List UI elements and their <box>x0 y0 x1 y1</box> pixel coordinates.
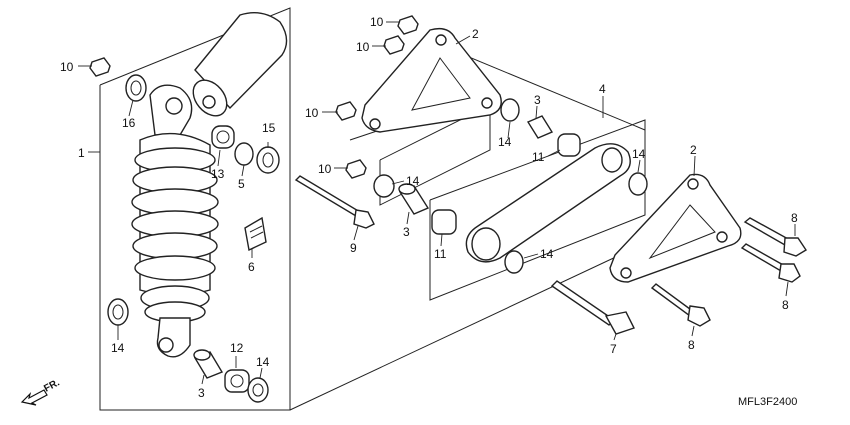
bolt-8b <box>740 243 801 283</box>
bearing-11b <box>431 209 457 235</box>
collar-3a <box>193 349 224 379</box>
callout-4: 4 <box>599 82 606 96</box>
link-plate-upper <box>361 27 502 133</box>
shock-hardware <box>89 57 280 403</box>
callout-10: 10 <box>60 60 74 74</box>
collar-3b <box>526 115 554 139</box>
callout-11: 11 <box>532 150 545 164</box>
callout-2: 2 <box>472 27 479 41</box>
link-plate-lower <box>609 173 742 283</box>
callout-14: 14 <box>256 355 270 369</box>
oring-5 <box>234 142 254 166</box>
shock-absorber <box>131 12 288 358</box>
callout-14: 14 <box>632 147 646 161</box>
front-arrow: FR. <box>20 377 62 406</box>
callout-14: 14 <box>498 135 512 149</box>
washer-14d <box>628 172 648 196</box>
callout-14: 14 <box>406 174 420 188</box>
callout-5: 5 <box>238 177 245 191</box>
nut-10a <box>89 57 111 77</box>
callout-3: 3 <box>403 225 410 239</box>
bolt-9 <box>294 175 375 229</box>
leader-lines <box>78 21 796 385</box>
washer-14a <box>107 298 129 326</box>
callout-14: 14 <box>540 247 554 261</box>
callout-12: 12 <box>230 341 244 355</box>
callout-3: 3 <box>534 93 541 107</box>
washer-14f <box>504 250 524 274</box>
callout-11: 11 <box>434 247 447 261</box>
washer-14e <box>373 174 395 198</box>
callout-labels: 10 16 1 13 15 5 6 14 12 14 3 10 10 10 10… <box>60 15 798 400</box>
callout-10: 10 <box>370 15 384 29</box>
collar-3c <box>398 183 430 215</box>
bolt-7 <box>550 280 635 335</box>
bolt-8a <box>743 217 807 257</box>
callout-8: 8 <box>791 211 798 225</box>
callout-13: 13 <box>211 167 225 181</box>
callout-8: 8 <box>782 298 789 312</box>
callout-6: 6 <box>248 260 255 274</box>
bushing-13 <box>211 125 235 149</box>
callout-10: 10 <box>305 106 319 120</box>
callout-7: 7 <box>610 342 617 356</box>
callout-14: 14 <box>111 341 125 355</box>
callout-2: 2 <box>690 143 697 157</box>
washer-14c <box>500 98 520 122</box>
callout-16: 16 <box>122 116 136 130</box>
washer-16 <box>125 74 147 102</box>
upper-nuts <box>335 15 419 179</box>
seal-15 <box>256 146 280 174</box>
bolt-8c <box>650 283 711 327</box>
bearing-12 <box>224 369 250 393</box>
bearing-11a <box>557 133 581 157</box>
washer-14b <box>247 377 269 403</box>
callout-10: 10 <box>318 162 332 176</box>
coil-spring <box>131 147 219 281</box>
callout-9: 9 <box>350 241 357 255</box>
label-6 <box>244 216 267 252</box>
callout-15: 15 <box>262 121 276 135</box>
drawing-code: MFL3F2400 <box>738 396 797 408</box>
callout-3: 3 <box>198 386 205 400</box>
front-label: FR. <box>42 377 62 394</box>
connecting-rod <box>465 143 631 263</box>
callout-1: 1 <box>78 146 85 160</box>
callout-8: 8 <box>688 338 695 352</box>
callout-10: 10 <box>356 40 370 54</box>
